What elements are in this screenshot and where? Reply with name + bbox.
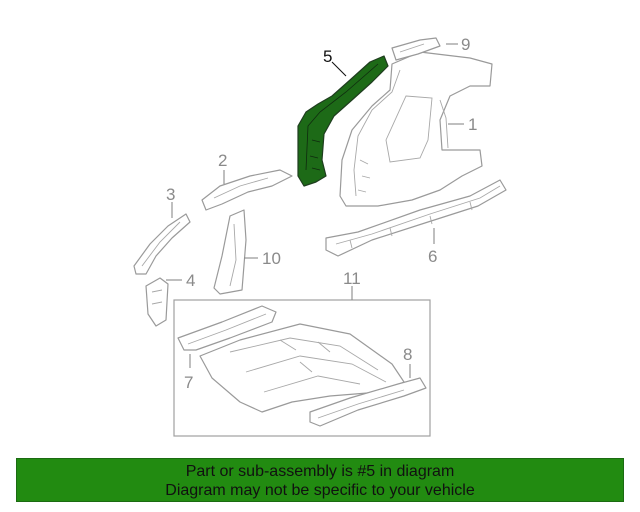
part-2-dash-bracket[interactable] — [201, 169, 293, 211]
part-9-top-bracket[interactable] — [391, 37, 441, 61]
callout-9: 9 — [461, 35, 470, 54]
banner-line-part: Part or sub-assembly is #5 in diagram — [185, 463, 455, 480]
callout-1: 1 — [468, 115, 477, 134]
callout-6: 6 — [428, 247, 437, 266]
callout-2: 2 — [218, 151, 227, 170]
part-3-pillar-lower[interactable] — [133, 213, 191, 275]
callout-4: 4 — [186, 271, 195, 290]
part-7-front-crossmember[interactable] — [177, 305, 277, 351]
part-10-pillar-reinforcement[interactable] — [213, 209, 247, 295]
part-5-a-pillar-inner[interactable] — [297, 55, 389, 187]
banner-line-disclaimer: Diagram may not be specific to your vehi… — [165, 482, 475, 499]
callout-11: 11 — [343, 269, 361, 288]
callout-5: 5 — [323, 47, 332, 66]
info-banner: Part or sub-assembly is #5 in diagram Di… — [16, 458, 624, 502]
leader-5 — [331, 61, 347, 77]
floor-pan[interactable] — [199, 323, 405, 413]
callout-7: 7 — [184, 373, 193, 392]
callout-8: 8 — [403, 345, 412, 364]
part-1-body-side-panel[interactable] — [339, 51, 493, 207]
callout-3: 3 — [166, 185, 175, 204]
body-parts-diagram: 9 5 1 2 3 4 10 6 11 7 8 — [133, 35, 507, 437]
part-6-rocker-sill[interactable] — [325, 179, 507, 257]
part-11-floor-assembly-box — [173, 299, 431, 437]
part-4-bracket[interactable] — [145, 277, 169, 327]
part-8-floor-side-sill[interactable] — [309, 377, 427, 427]
callout-10: 10 — [262, 249, 281, 268]
